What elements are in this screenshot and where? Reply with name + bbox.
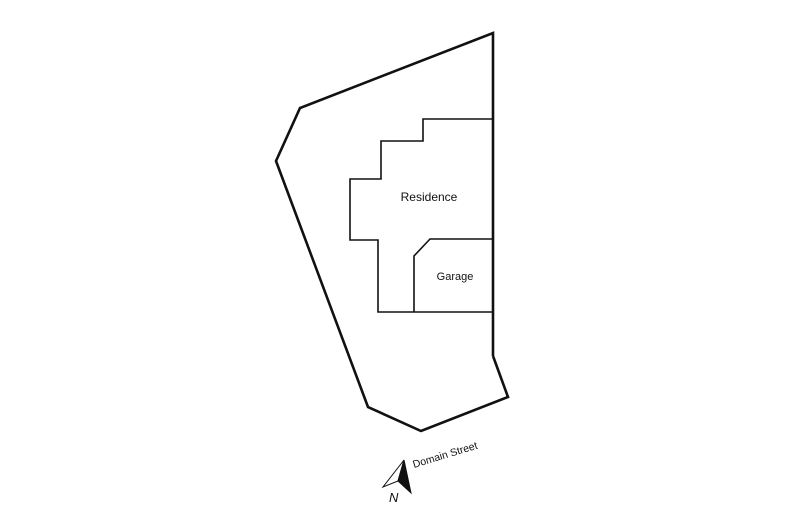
garage-label: Garage <box>437 271 474 283</box>
garage-outline <box>413 238 493 312</box>
residence-outline <box>349 118 493 313</box>
lot-boundary <box>274 31 510 433</box>
north-arrow-icon <box>381 459 412 495</box>
north-label: N <box>389 490 399 505</box>
residence-label: Residence <box>401 190 458 204</box>
street-label: Domain Street <box>411 440 479 471</box>
